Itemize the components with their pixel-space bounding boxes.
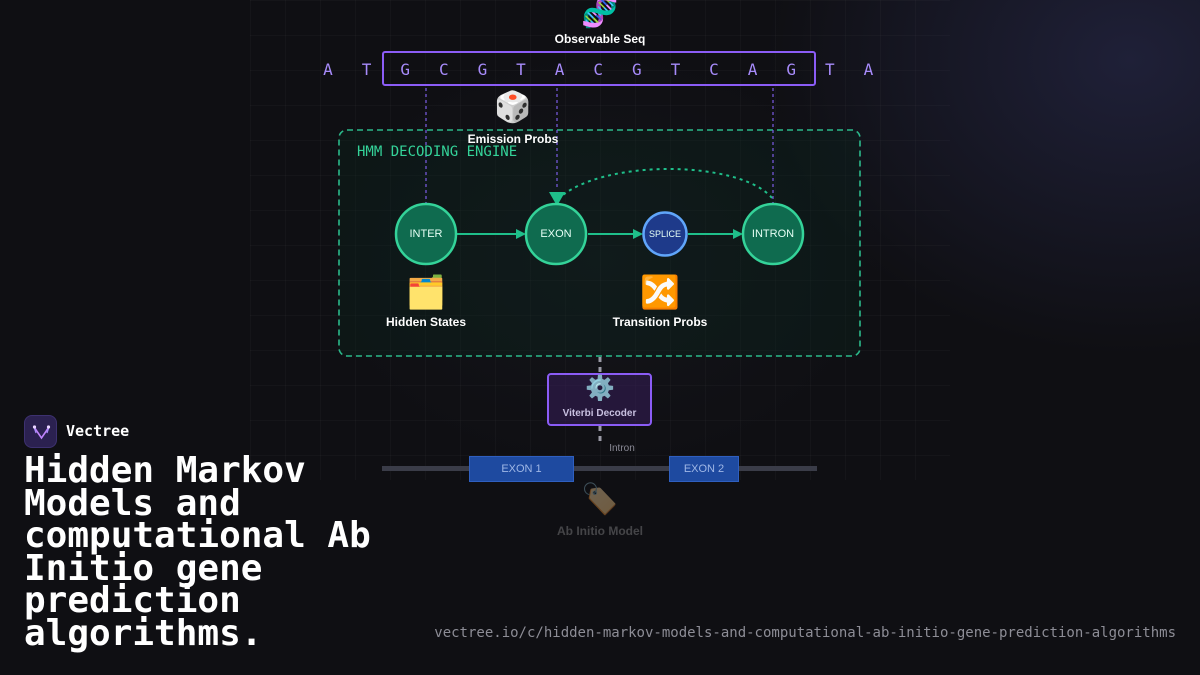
ab-initio-model-label: Ab Initio Model bbox=[557, 524, 643, 538]
sequence-base: C bbox=[593, 60, 603, 79]
dna-icon: 🧬 bbox=[581, 0, 619, 29]
arc-arrowhead bbox=[549, 192, 565, 206]
emission-probs-label: Emission Probs bbox=[467, 132, 559, 146]
sequence-base: T bbox=[670, 60, 681, 79]
state-intron bbox=[741, 202, 805, 266]
intron-to-exon-arc bbox=[556, 168, 773, 201]
viterbi-decoder-box bbox=[547, 373, 652, 426]
page-url: vectree.io/c/hidden-markov-models-and-co… bbox=[434, 625, 1176, 641]
shuffle-icon: 🔀 bbox=[640, 274, 680, 310]
sequence-base: T bbox=[516, 60, 526, 79]
sequence-base: G bbox=[631, 60, 642, 79]
sequence-window bbox=[382, 51, 816, 86]
sequence-base: T bbox=[361, 60, 372, 79]
gene-backbone bbox=[382, 466, 817, 471]
exon-2-block: EXON 2 bbox=[669, 456, 739, 482]
exon-1-block: EXON 1 bbox=[469, 456, 574, 482]
state-splice bbox=[642, 211, 688, 257]
page-headline: Hidden Markov Models and computational A… bbox=[24, 450, 371, 654]
state-exon bbox=[524, 202, 588, 266]
card-index-dividers-icon: 🗂️ bbox=[406, 274, 446, 310]
sequence-base: A bbox=[323, 60, 333, 79]
intron-label: Intron bbox=[609, 443, 635, 454]
hidden-states-label: Hidden States bbox=[385, 315, 466, 329]
engine-container bbox=[338, 129, 861, 357]
sequence-base: A bbox=[747, 60, 758, 79]
state-exon-label: EXON bbox=[540, 228, 572, 240]
brand-name: Vectree bbox=[66, 422, 130, 440]
sequence-base: C bbox=[709, 60, 719, 79]
sequence-base: T bbox=[824, 60, 835, 79]
sequence-base: A bbox=[863, 60, 874, 79]
label-tag-icon: 🏷️ bbox=[581, 483, 619, 516]
vectree-logo bbox=[24, 415, 57, 448]
sequence-base: A bbox=[554, 60, 565, 79]
observable-seq-label: Observable Seq bbox=[554, 32, 646, 46]
state-splice-label: SPLICE bbox=[648, 229, 681, 239]
dice-icon: 🎲 bbox=[494, 91, 532, 124]
state-inter bbox=[394, 202, 458, 266]
sequence-base: G bbox=[477, 60, 488, 79]
gear-icon: ⚙️ bbox=[585, 375, 615, 402]
transition-probs-label: Transition Probs bbox=[612, 315, 708, 329]
sequence-base: G bbox=[786, 60, 796, 79]
sequence-base: G bbox=[400, 60, 410, 79]
state-inter-label: INTER bbox=[409, 228, 443, 240]
viterbi-decoder-label: Viterbi Decoder bbox=[562, 408, 637, 419]
engine-title: HMM DECODING ENGINE bbox=[357, 144, 518, 160]
sequence-base: C bbox=[438, 60, 449, 79]
state-intron-label: INTRON bbox=[751, 228, 795, 240]
